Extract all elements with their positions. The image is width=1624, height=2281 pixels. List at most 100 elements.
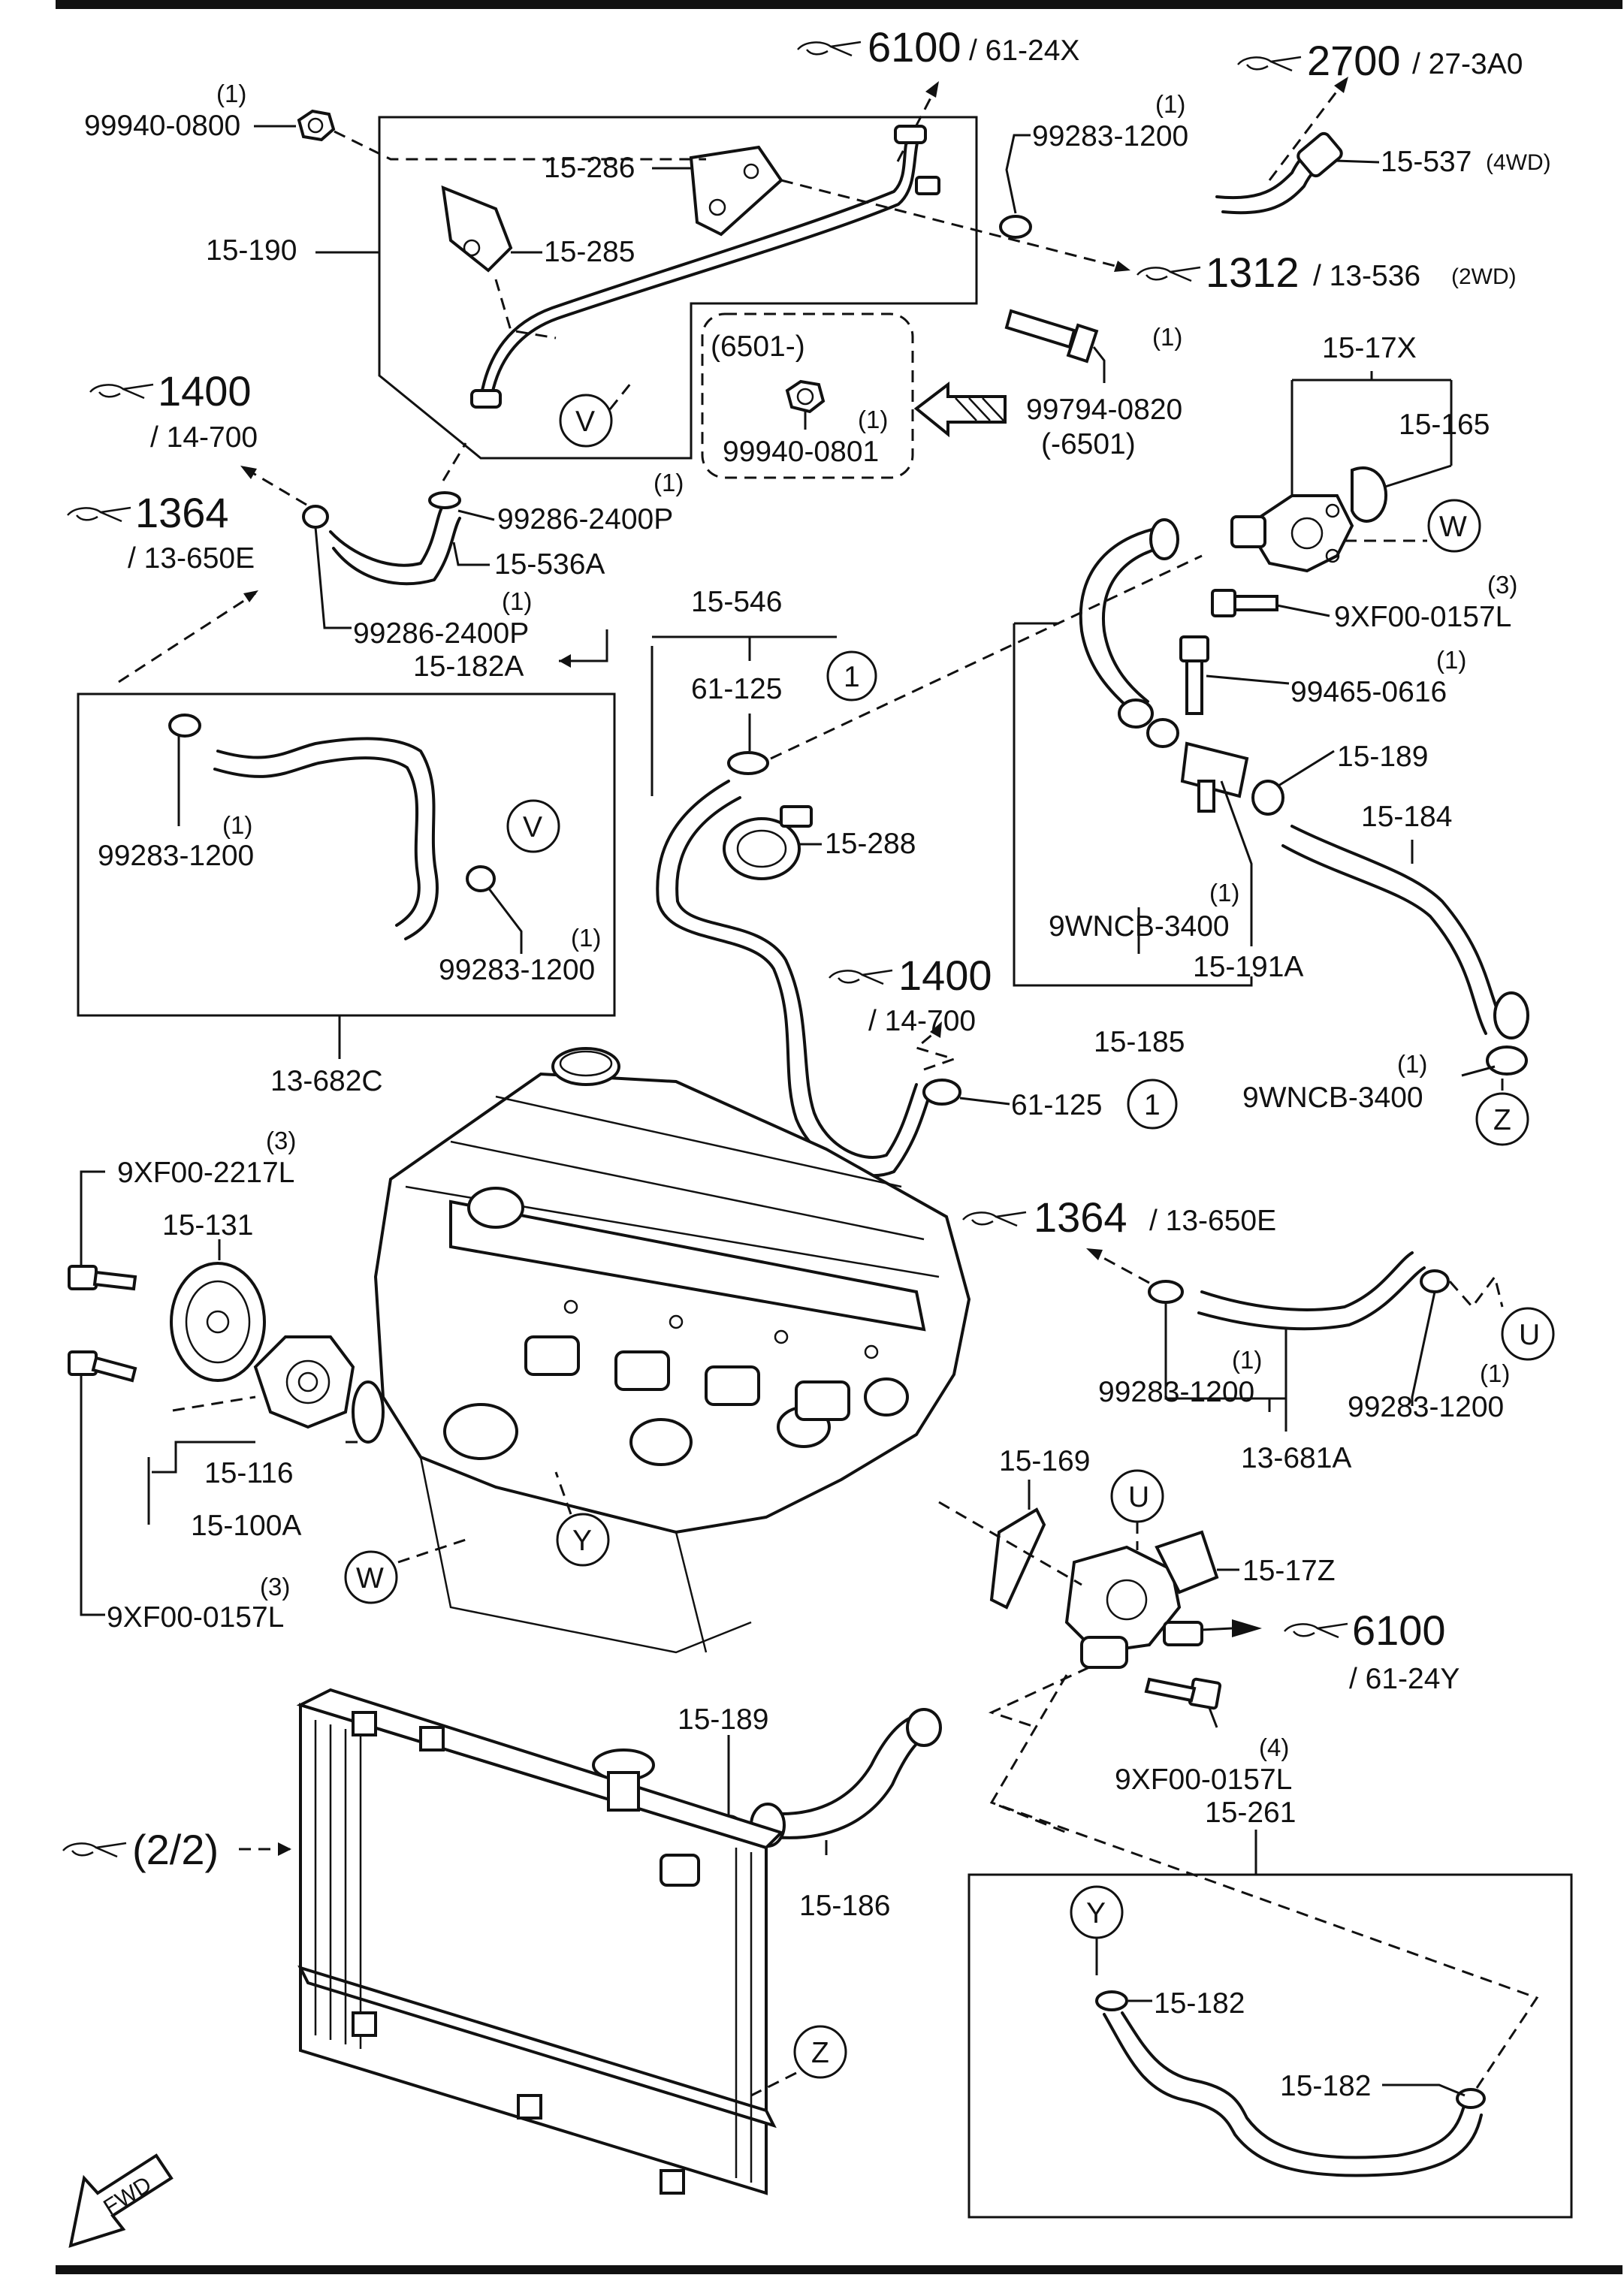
svg-text:61-125: 61-125 xyxy=(691,673,782,705)
label-9xf00-0157l-a[interactable]: (3)9XF00-0157L xyxy=(1334,571,1517,633)
svg-text:Y: Y xyxy=(572,1525,592,1557)
label-99286-2400p-b[interactable]: (1)99286-2400P xyxy=(353,587,532,650)
label-15-191a[interactable]: 15-191A xyxy=(1193,951,1303,983)
label-99794-0820[interactable]: (1)99794-0820 xyxy=(1026,323,1182,426)
label-15-17x[interactable]: 15-17X xyxy=(1322,332,1417,364)
gasket-15-165 xyxy=(1351,466,1388,523)
label-99465-0616[interactable]: (1)99465-0616 xyxy=(1290,646,1466,708)
label-13-682c[interactable]: 13-682C xyxy=(270,1065,383,1097)
label-15-182a[interactable]: 15-182A xyxy=(413,650,524,683)
callout-u-center: U xyxy=(1110,1469,1164,1523)
pipe-assy-box xyxy=(378,116,978,460)
ref-1400-top[interactable]: 1400 / 14-700 xyxy=(89,367,258,454)
label-61-125-a[interactable]: 61-125 xyxy=(691,673,782,705)
ref-6100-24y[interactable]: 6100 / 61-24Y xyxy=(1284,1607,1459,1695)
label-99283-1200-d[interactable]: (1)99283-1200 xyxy=(1098,1346,1262,1408)
ref-page: 1400 xyxy=(898,952,992,999)
label-99940-0801[interactable]: (1)99940-0801 xyxy=(723,406,888,468)
label-15-185[interactable]: 15-185 xyxy=(1094,1026,1185,1058)
bolt-9xf00-0157l-a xyxy=(1211,589,1278,617)
label-15-285[interactable]: 15-285 xyxy=(544,236,635,268)
label-9xf00-0157l-b[interactable]: (3)9XF00-0157L xyxy=(107,1573,290,1634)
label-15-131[interactable]: 15-131 xyxy=(162,1209,253,1242)
label-99283-1200-b[interactable]: (1)99283-1200 xyxy=(98,811,254,872)
ref-sub: / 14-700 xyxy=(868,1005,976,1037)
bolt-9xf00-0157l-c xyxy=(1144,1677,1222,1710)
label-15-537[interactable]: 15-537(4WD) xyxy=(1381,146,1551,178)
svg-text:9WNCB-3400: 9WNCB-3400 xyxy=(1242,1082,1423,1114)
clamp-15-189-a xyxy=(1251,780,1284,816)
label-99940-0800[interactable]: (1)99940-0800 xyxy=(84,80,246,142)
label-15-189-b[interactable]: 15-189 xyxy=(678,1703,768,1736)
label-15-182-b[interactable]: 15-182 xyxy=(1280,2070,1371,2102)
svg-text:U: U xyxy=(1519,1319,1540,1351)
label-15-116[interactable]: 15-116 xyxy=(204,1457,294,1489)
label-6501-range[interactable]: (6501-) xyxy=(711,330,805,363)
label-99283-1200-a[interactable]: (1)99283-1200 xyxy=(1032,90,1188,152)
hose-15-536a xyxy=(329,503,445,567)
callout-1-a: 1 xyxy=(826,650,877,701)
svg-text:15-286: 15-286 xyxy=(544,152,635,184)
label-15-190[interactable]: 15-190 xyxy=(206,234,297,267)
hatched-arrow xyxy=(913,381,1007,438)
svg-text:15-285: 15-285 xyxy=(544,236,635,268)
label-9xf00-0157l-c[interactable]: (4)9XF00-0157L xyxy=(1115,1733,1292,1796)
svg-text:99283-1200: 99283-1200 xyxy=(439,954,595,986)
label-15-261[interactable]: 15-261 xyxy=(1205,1797,1296,1829)
ref-1364-mid[interactable]: 1364 / 13-650E xyxy=(962,1193,1276,1241)
ref-1312[interactable]: 1312 / 13-536 (2WD) xyxy=(1136,249,1517,296)
label-15-536a[interactable]: 15-536A xyxy=(494,548,605,581)
ref-2-2[interactable]: (2/2) xyxy=(62,1826,291,1873)
ref-page: 2700 xyxy=(1307,37,1401,84)
ref-page: 1364 xyxy=(135,489,229,536)
label-15-165[interactable]: 15-165 xyxy=(1399,409,1490,441)
label-9xf00-2217l[interactable]: (3)9XF00-2217L xyxy=(117,1127,296,1189)
label-15-286[interactable]: 15-286 xyxy=(544,152,635,184)
ref-page: 1312 xyxy=(1206,249,1300,296)
clamp-15-182-a xyxy=(1095,1990,1128,2011)
label-61-125-b[interactable]: 61-125 xyxy=(1011,1089,1102,1121)
ref-6100-24x[interactable]: 6100 / 61-24X xyxy=(797,23,1079,71)
label-6501-end[interactable]: (-6501) xyxy=(1041,428,1136,460)
clamp-99286-2400p-b xyxy=(302,505,329,529)
label-15-546[interactable]: 15-546 xyxy=(691,586,782,618)
svg-text:15-185: 15-185 xyxy=(1094,1026,1185,1058)
hose-15-182 xyxy=(1121,2011,1466,2159)
hose-15-186 xyxy=(765,1714,918,1815)
ref-page: (2/2) xyxy=(132,1826,219,1873)
label-13-681a[interactable]: 13-681A xyxy=(1241,1442,1351,1474)
svg-text:(3): (3) xyxy=(260,1573,290,1601)
label-15-186[interactable]: 15-186 xyxy=(799,1890,890,1922)
svg-text:15-165: 15-165 xyxy=(1399,409,1490,441)
label-15-182-a[interactable]: 15-182 xyxy=(1154,1987,1245,2020)
svg-text:99283-1200: 99283-1200 xyxy=(1098,1376,1254,1408)
label-15-17z[interactable]: 15-17Z xyxy=(1242,1555,1336,1587)
ref-1364-top[interactable]: 1364 / 13-650E xyxy=(67,489,255,575)
hose-13-682c-box xyxy=(77,692,616,1017)
svg-text:15-189: 15-189 xyxy=(678,1703,768,1736)
svg-text:99283-1200: 99283-1200 xyxy=(98,840,254,872)
hose-15-186-end xyxy=(906,1708,942,1747)
svg-text:15-169: 15-169 xyxy=(999,1445,1090,1477)
svg-text:15-537: 15-537 xyxy=(1381,146,1472,178)
svg-text:15-182A: 15-182A xyxy=(413,650,524,683)
label-15-288[interactable]: 15-288 xyxy=(825,828,916,860)
label-99283-1200-e[interactable]: (1)99283-1200 xyxy=(1348,1359,1510,1423)
pipe-end-fitting xyxy=(894,125,927,144)
svg-text:15-131: 15-131 xyxy=(162,1209,253,1242)
bolt-9xf00-2217l xyxy=(68,1265,137,1291)
ref-2700[interactable]: 2700 / 27-3A0 xyxy=(1237,37,1523,84)
label-15-169[interactable]: 15-169 xyxy=(999,1445,1090,1477)
label-99286-2400p-a[interactable]: (1)99286-2400P xyxy=(497,469,684,536)
hose-13-682c xyxy=(216,737,439,940)
label-9wncb-3400-b[interactable]: (1) 9WNCB-3400 xyxy=(1242,1050,1427,1114)
svg-text:99465-0616: 99465-0616 xyxy=(1290,676,1447,708)
label-15-184[interactable]: 15-184 xyxy=(1361,801,1452,833)
label-15-100a[interactable]: 15-100A xyxy=(191,1510,301,1542)
label-9wncb-3400-a[interactable]: (1)9WNCB-3400 xyxy=(1049,879,1239,943)
svg-text:15-116: 15-116 xyxy=(204,1457,294,1489)
ref-1400-mid[interactable]: 1400 / 14-700 xyxy=(829,952,992,1037)
label-99283-1200-c[interactable]: (1)99283-1200 xyxy=(439,924,601,986)
label-15-189-a[interactable]: 15-189 xyxy=(1337,741,1428,773)
svg-text:(1): (1) xyxy=(1397,1050,1427,1078)
